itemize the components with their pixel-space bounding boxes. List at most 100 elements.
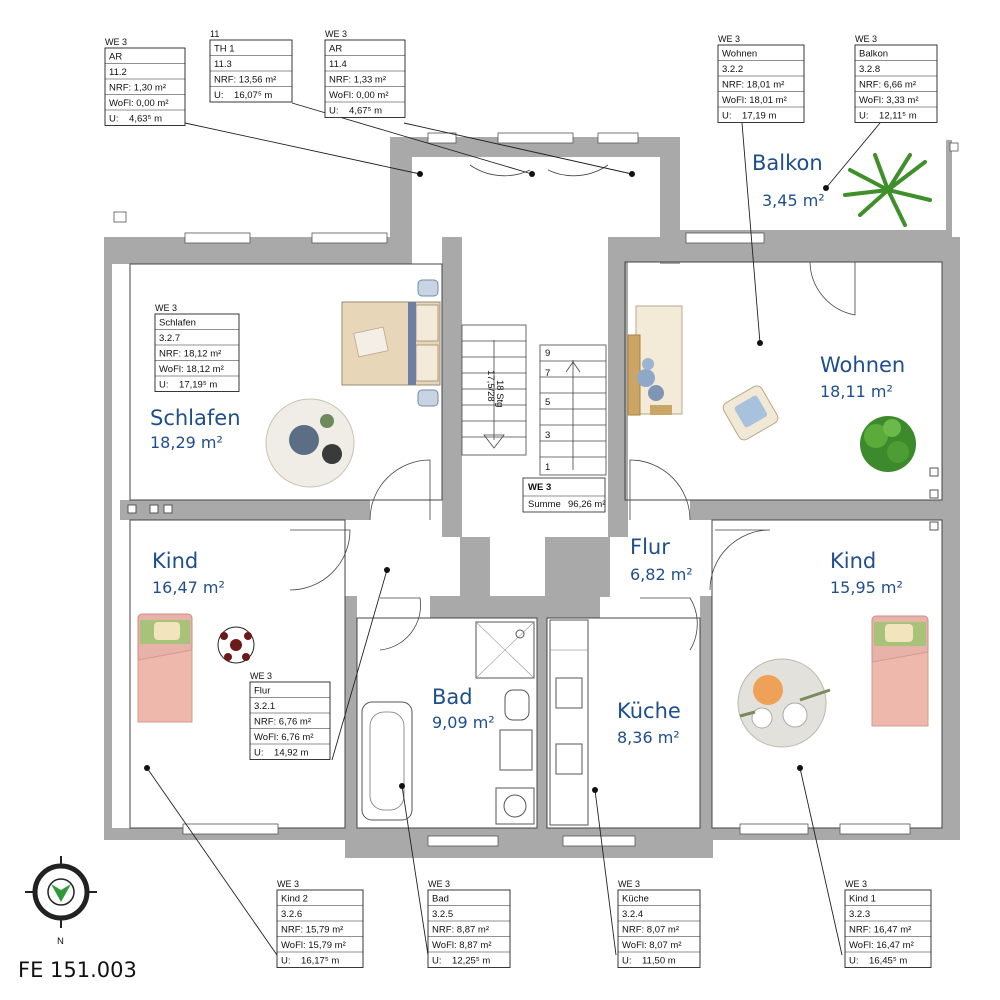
label-row: WoFl: 0,00 m² <box>329 90 388 101</box>
label-row: NRF: 6,66 m² <box>859 80 916 91</box>
room-names: Balkon 3,45 m² Schlafen 18,29 m² Wohnen … <box>150 151 905 747</box>
room-name-flur: Flur <box>630 535 670 559</box>
label-row: Flur <box>254 686 270 697</box>
label-row: NRF: 18,12 m² <box>159 349 221 360</box>
room-area-flur: 6,82 m² <box>630 565 693 584</box>
room-name-schlafen: Schlafen <box>150 406 241 430</box>
label-head: WE 3 <box>250 671 272 681</box>
label-head: WE 3 <box>855 34 877 44</box>
room-name-kind-left: Kind <box>152 549 198 573</box>
room-name-kind-right: Kind <box>830 549 876 573</box>
stair-step-number: 5 <box>545 397 550 408</box>
label-row: U: 16,17⁵ m <box>281 956 339 967</box>
label-row: WoFl: 3,33 m² <box>859 95 918 106</box>
label-row: NRF: 8,87 m² <box>432 925 489 936</box>
room-area-schlafen: 18,29 m² <box>150 433 223 452</box>
room-area-kind-left: 16,47 m² <box>152 578 225 597</box>
label-row: 3.2.1 <box>254 701 275 712</box>
label-row: WoFl: 18,01 m² <box>722 95 787 106</box>
room-area-kind-right: 15,95 m² <box>830 578 903 597</box>
armchair-icon <box>722 385 779 441</box>
toilet-icon <box>504 689 530 721</box>
label-row: NRF: 1,33 m² <box>329 75 386 86</box>
washing-machine-icon <box>495 787 535 825</box>
label-row: U: 12,11⁵ m <box>859 111 917 122</box>
label-head: WE 3 <box>325 29 347 39</box>
bathtub-icon <box>361 701 413 821</box>
label-row: WoFl: 0,00 m² <box>109 98 168 109</box>
stair-step-number: 7 <box>545 368 550 379</box>
walls <box>104 137 960 858</box>
label-row: U: 17,19 m <box>722 111 776 122</box>
label-row: WoFl: 16,47 m² <box>849 940 914 951</box>
label-head: WE 3 <box>105 37 127 47</box>
label-row: NRF: 13,56 m² <box>214 75 276 86</box>
room-area-balkon: 3,45 m² <box>762 191 825 210</box>
room-name-bad: Bad <box>432 685 473 709</box>
label-row: NRF: 8,07 m² <box>622 925 679 936</box>
label-row: WoFl: 18,12 m² <box>159 364 224 375</box>
label-row: Kind 2 <box>281 894 308 905</box>
room-area-kueche: 8,36 m² <box>617 728 680 747</box>
label-row: NRF: 1,30 m² <box>109 83 166 94</box>
label-row: 3.2.3 <box>849 909 870 920</box>
label-row: U: 12,25⁵ m <box>432 956 490 967</box>
label-row: U: 14,92 m <box>254 748 308 759</box>
label-row: TH 1 <box>214 44 235 55</box>
label-head: WE 3 <box>718 34 740 44</box>
rug-icon <box>737 658 831 748</box>
palm-plant-icon <box>843 153 932 227</box>
plan-code: FE 151.003 <box>18 958 137 982</box>
label-row: Wohnen <box>722 49 757 60</box>
label-head: WE 3 <box>618 879 640 889</box>
windows <box>113 132 959 847</box>
label-row: Küche <box>622 894 649 905</box>
doors <box>289 164 856 651</box>
label-row: 3.2.4 <box>622 909 643 920</box>
label-row: U: 4,63⁵ m <box>109 114 162 125</box>
stair-text-1: 18 Stg <box>494 380 505 407</box>
label-row: 3.2.7 <box>159 333 180 344</box>
label-row: 11.3 <box>214 59 232 70</box>
furniture <box>127 153 939 826</box>
label-head: WE 3 <box>155 303 177 313</box>
summary-label: Summe <box>528 499 561 510</box>
plant-icon <box>860 416 916 472</box>
football-icon <box>217 626 255 664</box>
north-label: N <box>57 936 64 947</box>
room-name-wohnen: Wohnen <box>820 353 905 377</box>
room-area-wohnen: 18,11 m² <box>820 382 893 401</box>
label-row: AR <box>329 44 342 55</box>
summary-unit: WE 3 <box>528 482 551 493</box>
room-area-bad: 9,09 m² <box>432 713 495 732</box>
label-row: 3.2.2 <box>722 64 743 75</box>
label-head: WE 3 <box>277 879 299 889</box>
staircase: 18 Stg 17,5/28 1 3 5 7 9 <box>461 324 607 476</box>
label-row: U: 4,67⁵ m <box>329 106 382 117</box>
label-row: 3.2.6 <box>281 909 302 920</box>
summary-value: 96,26 m² <box>568 499 606 510</box>
label-row: 3.2.8 <box>859 64 880 75</box>
summary-box: WE 3 Summe 96,26 m² <box>522 477 606 513</box>
label-head: 11 <box>210 29 219 39</box>
label-row: U: 16,07⁵ m <box>214 90 272 101</box>
stair-step-number: 9 <box>545 348 550 359</box>
stair-step-number: 3 <box>545 430 550 441</box>
compass-icon: N <box>25 856 97 947</box>
label-row: Kind 1 <box>849 894 876 905</box>
bed-icon <box>137 613 193 723</box>
kitchen-counter-icon <box>549 619 589 826</box>
label-row: 11.4 <box>329 59 347 70</box>
label-row: WoFl: 8,87 m² <box>432 940 491 951</box>
label-row: WoFl: 15,79 m² <box>281 940 346 951</box>
label-row: 3.2.5 <box>432 909 453 920</box>
